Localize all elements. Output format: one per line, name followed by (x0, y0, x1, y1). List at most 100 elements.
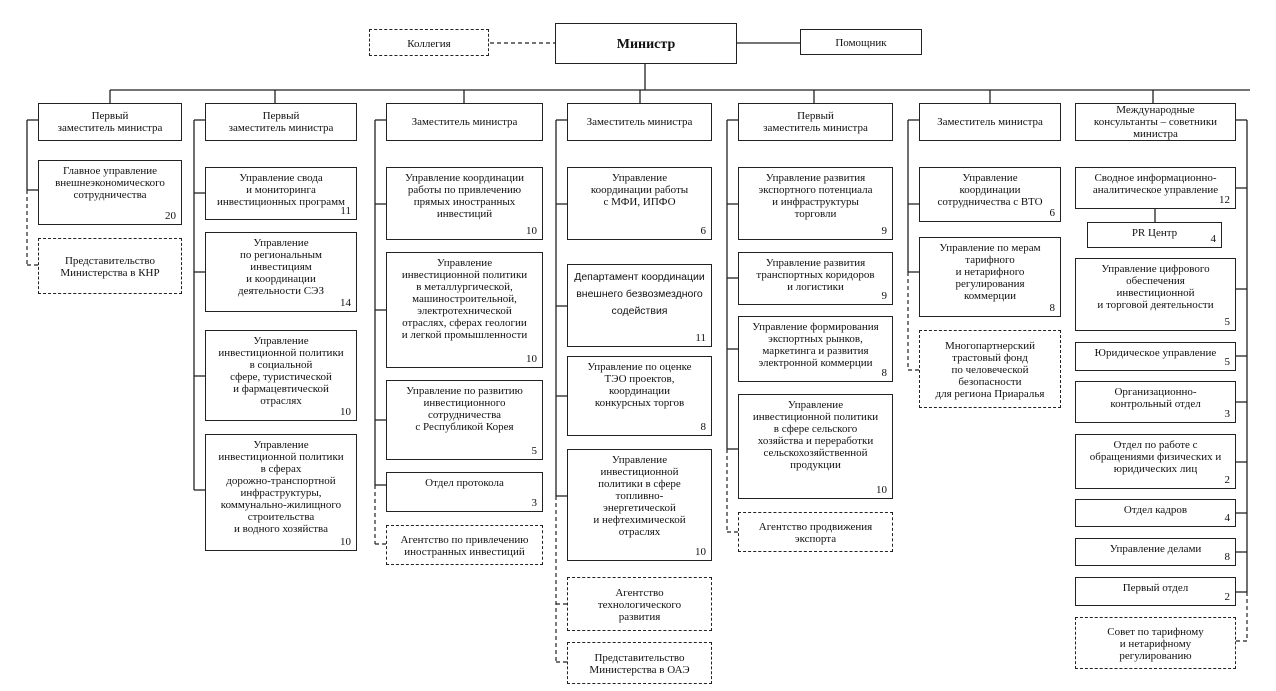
staff-count: 4 (1224, 512, 1231, 524)
staff-count: 6 (700, 225, 707, 237)
minister-label: Министр (616, 36, 676, 52)
department-box: Управление инвестиционной политики в сфе… (738, 394, 893, 499)
unit-name: Агентство по привлечению иностранных инв… (400, 534, 529, 558)
unit-name: Сводное информационно- аналитическое упр… (1092, 172, 1219, 196)
department-box: Управление инвестиционной политики в мет… (386, 252, 543, 368)
unit-name: Агентство продвижения экспорта (758, 521, 873, 545)
unit-name: Отдел по работе с обращениями физических… (1089, 439, 1222, 475)
department-box: Главное управление внешнеэкономического … (38, 160, 182, 225)
agency-box: Агентство технологического развития (567, 577, 712, 631)
unit-name: Первый заместитель министра (228, 110, 334, 134)
staff-count: 8 (1224, 551, 1231, 563)
unit-name: Представительство Министерства в ОАЭ (589, 652, 690, 676)
department-box: Управление формирования экспортных рынко… (738, 316, 893, 382)
department-box: Управление свода и мониторинга инвестици… (205, 167, 357, 220)
assistant-box: Помощник (800, 29, 922, 55)
department-box: Управление развития экспортного потенциа… (738, 167, 893, 240)
unit-name: Первый заместитель министра (763, 110, 868, 134)
council-box: Совет по тарифному и нетарифному регулир… (1075, 617, 1236, 669)
staff-count: 8 (881, 367, 888, 379)
unit-name: Международные консультанты – советники м… (1093, 104, 1218, 140)
staff-count: 10 (340, 536, 351, 548)
staff-count: 11 (340, 205, 351, 217)
unit-name: Организационно- контрольный отдел (1110, 386, 1201, 410)
unit-name: Агентство технологического развития (597, 587, 682, 623)
unit-name: Главное управление внешнеэкономического … (55, 165, 165, 201)
staff-count: 5 (531, 445, 538, 457)
unit-name: Управление формирования экспортных рынко… (752, 321, 879, 369)
unit-name: Управление инвестиционной политики в мет… (401, 257, 528, 341)
unit-name: PR Центр (1131, 227, 1178, 239)
department-box: Сводное информационно- аналитическое упр… (1075, 167, 1236, 209)
staff-count: 10 (526, 225, 537, 237)
staff-count: 9 (881, 225, 888, 237)
unit-name: Управление инвестиционной политики в сфе… (752, 399, 879, 471)
department-box: Управление по оценке ТЭО проектов, коорд… (567, 356, 712, 436)
unit-name: Отдел кадров (1123, 504, 1188, 516)
staff-count: 11 (695, 332, 706, 344)
department-box: Организационно- контрольный отдел 3 (1075, 381, 1236, 423)
staff-count: 20 (165, 210, 176, 222)
unit-name: Управление инвестиционной политики в соц… (218, 335, 344, 407)
unit-name: Первый отдел (1122, 582, 1189, 594)
unit-name: Управление координации сотрудничества с … (937, 172, 1043, 208)
unit-name: Первый заместитель министра (57, 110, 163, 134)
staff-count: 12 (1219, 194, 1230, 206)
unit-name: Управление цифрового обеспечения инвести… (1097, 263, 1214, 311)
staff-count: 3 (531, 497, 538, 509)
department-box: Управление цифрового обеспечения инвести… (1075, 258, 1236, 331)
unit-name: Управление инвестиционной политики в сфе… (593, 454, 686, 538)
unit-name: Управление развития транспортных коридор… (756, 257, 875, 293)
unit-name: Управление по региональным инвестициям и… (238, 237, 324, 297)
unit-name: Отдел протокола (425, 477, 504, 489)
staff-count: 3 (1224, 408, 1231, 420)
department-box: Отдел протокола 3 (386, 472, 543, 512)
department-box: Управление инвестиционной политики в сфе… (205, 434, 357, 551)
unit-name: Управление по оценке ТЭО проектов, коорд… (587, 361, 692, 409)
representation-box: Представительство Министерства в ОАЭ (567, 642, 712, 684)
unit-name: Представительство Министерства в КНР (60, 255, 160, 279)
staff-count: 4 (1210, 233, 1217, 245)
unit-name: Управление координации работы по привлеч… (405, 172, 524, 220)
collegium-label: Коллегия (407, 37, 451, 50)
department-box: Управление координации работы по привлеч… (386, 167, 543, 240)
column-header: Международные консультанты – советники м… (1075, 103, 1236, 141)
unit-name: Заместитель министра (411, 116, 518, 128)
column-header: Заместитель министра (567, 103, 712, 141)
unit-name: Заместитель министра (937, 116, 1043, 128)
unit-name: Управление по развитию инвестиционного с… (406, 385, 523, 433)
department-box: Отдел по работе с обращениями физических… (1075, 434, 1236, 489)
staff-count: 5 (1224, 356, 1231, 368)
department-box: Управление по развитию инвестиционного с… (386, 380, 543, 460)
department-box: Управление по мерам тарифного и нетарифн… (919, 237, 1061, 317)
staff-count: 8 (1049, 302, 1056, 314)
staff-count: 8 (700, 421, 707, 433)
staff-count: 10 (695, 546, 706, 558)
column-header: Первый заместитель министра (38, 103, 182, 141)
trust-fund-box: Многопартнерский трастовый фонд по челов… (919, 330, 1061, 408)
collegium-box: Коллегия (369, 29, 489, 56)
unit-name: Управление свода и мониторинга инвестици… (216, 172, 346, 208)
staff-count: 10 (340, 406, 351, 418)
department-box: Управление инвестиционной политики в сфе… (567, 449, 712, 561)
unit-name: Управление развития экспортного потенциа… (758, 172, 873, 220)
column-header: Первый заместитель министра (205, 103, 357, 141)
department-box: Управление по региональным инвестициям и… (205, 232, 357, 312)
agency-box: Агентство продвижения экспорта (738, 512, 893, 552)
unit-name: Управление координации работы с МФИ, ИПФ… (590, 172, 689, 208)
agency-box: Агентство по привлечению иностранных инв… (386, 525, 543, 565)
department-box: Управление инвестиционной политики в соц… (205, 330, 357, 421)
staff-count: 10 (526, 353, 537, 365)
staff-count: 6 (1049, 207, 1056, 219)
department-box: Управление координации работы с МФИ, ИПФ… (567, 167, 712, 240)
column-header: Первый заместитель министра (738, 103, 893, 141)
column-header: Заместитель министра (919, 103, 1061, 141)
staff-count: 9 (881, 290, 888, 302)
unit-name: Управление инвестиционной политики в сфе… (218, 439, 344, 535)
unit-name: Управление по мерам тарифного и нетарифн… (939, 242, 1041, 302)
